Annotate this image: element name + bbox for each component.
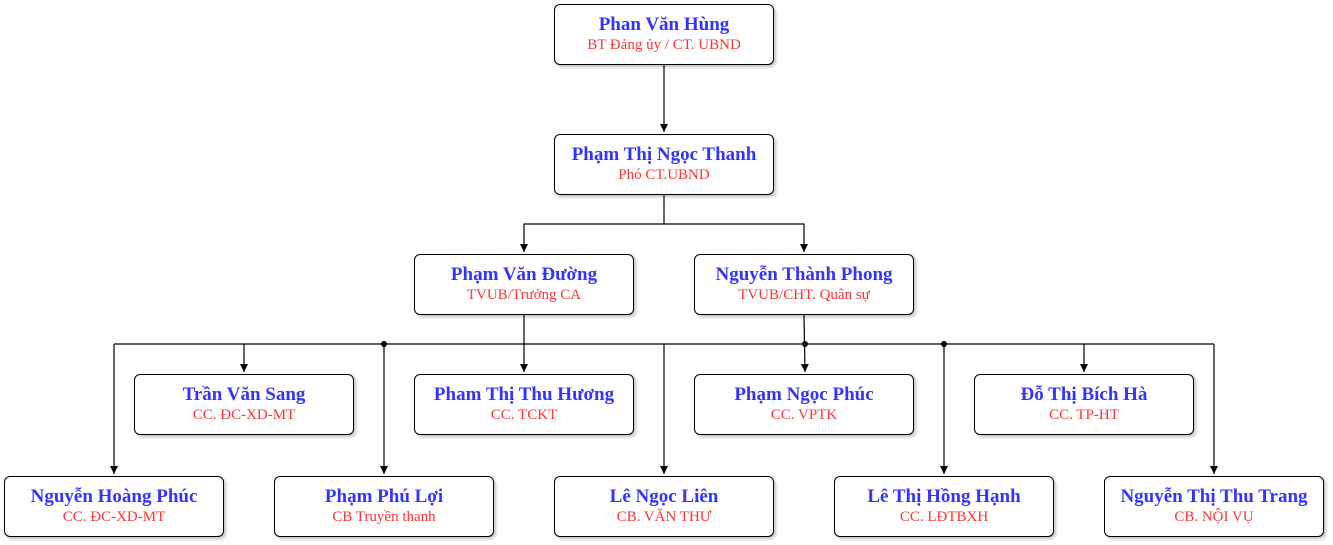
node-role: TVUB/Trưởng CA <box>466 287 582 303</box>
node-role: CC. ĐC-XD-MT <box>62 509 166 525</box>
node-name: Pham Thị Thu Hương <box>433 384 615 405</box>
node-role: CC. LĐTBXH <box>899 509 989 525</box>
node-n10: Phạm Phú Lợi CB Truyền thanh <box>274 476 494 537</box>
node-name: Đỗ Thị Bích Hà <box>1020 384 1148 405</box>
node-role: TVUB/CHT. Quân sự <box>738 287 870 303</box>
node-name: Phan Văn Hùng <box>598 14 730 35</box>
node-n5: Trần Văn Sang CC. ĐC-XD-MT <box>134 374 354 435</box>
node-n12: Lê Thị Hồng Hạnh CC. LĐTBXH <box>834 476 1054 537</box>
node-n6: Pham Thị Thu Hương CC. TCKT <box>414 374 634 435</box>
node-role: Phó CT.UBND <box>618 167 710 183</box>
node-role: CB Truyền thanh <box>332 509 436 525</box>
node-name: Lê Thị Hồng Hạnh <box>867 486 1021 507</box>
connector-n2-n4 <box>664 223 808 252</box>
node-role: CC. ĐC-XD-MT <box>192 407 296 423</box>
connector-n2-n3 <box>520 223 664 252</box>
node-name: Phạm Thị Ngọc Thanh <box>571 144 757 165</box>
node-role: CC. TP-HT <box>1049 407 1119 423</box>
node-role: BT Đảng ủy / CT. UBND <box>587 37 741 53</box>
node-role: CB. NỘI VỤ <box>1174 509 1254 525</box>
node-n3: Phạm Văn Đường TVUB/Trưởng CA <box>414 254 634 315</box>
node-name: Nguyễn Thành Phong <box>715 264 893 285</box>
node-name: Phạm Phú Lợi <box>324 486 444 507</box>
node-name: Phạm Ngọc Phúc <box>734 384 874 405</box>
node-n11: Lê Ngọc Liên CB. VĂN THƯ <box>554 476 774 537</box>
node-name: Lê Ngọc Liên <box>609 486 719 507</box>
node-n7: Phạm Ngọc Phúc CC. VPTK <box>694 374 914 435</box>
node-role: CB. VĂN THƯ <box>616 509 712 525</box>
junction-dot <box>381 341 387 347</box>
node-name: Nguyễn Hoàng Phúc <box>30 486 198 507</box>
node-name: Nguyễn Thị Thu Trang <box>1120 486 1308 507</box>
node-name: Phạm Văn Đường <box>450 264 598 285</box>
node-n8: Đỗ Thị Bích Hà CC. TP-HT <box>974 374 1194 435</box>
junction-dot <box>941 341 947 347</box>
node-role: CC. TCKT <box>490 407 558 423</box>
node-n13: Nguyễn Thị Thu Trang CB. NỘI VỤ <box>1104 476 1324 537</box>
junction-dot <box>802 341 808 347</box>
node-n4: Nguyễn Thành Phong TVUB/CHT. Quân sự <box>694 254 914 315</box>
node-n9: Nguyễn Hoàng Phúc CC. ĐC-XD-MT <box>4 476 224 537</box>
node-n1: Phan Văn Hùng BT Đảng ủy / CT. UBND <box>554 4 774 65</box>
node-role: CC. VPTK <box>770 407 838 423</box>
node-n2: Phạm Thị Ngọc Thanh Phó CT.UBND <box>554 134 774 195</box>
node-name: Trần Văn Sang <box>182 384 306 405</box>
